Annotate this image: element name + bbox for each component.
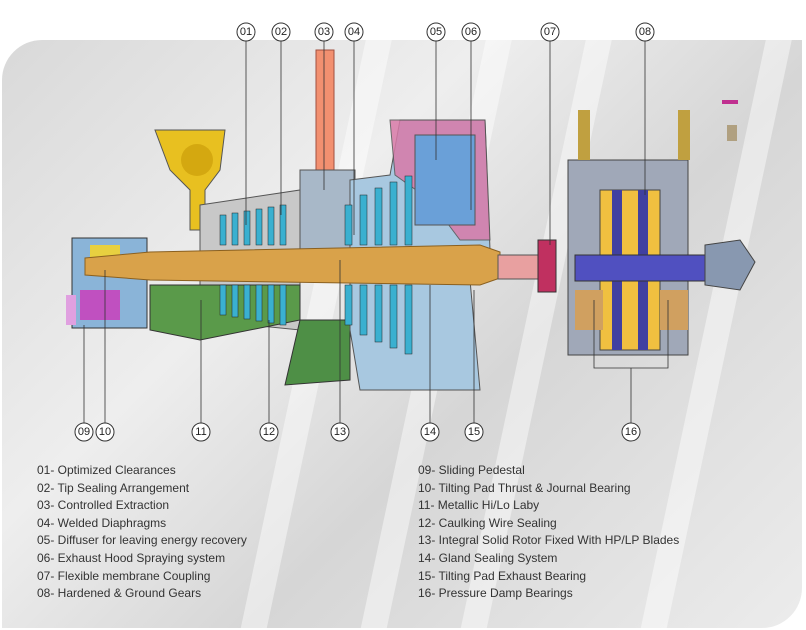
callout-label: 16 <box>625 426 637 438</box>
callout-label: 01 <box>240 26 252 38</box>
mid-support <box>284 319 351 386</box>
callout-label: 07 <box>544 26 556 38</box>
callout-01: 01 <box>236 22 256 42</box>
callout-label: 14 <box>424 426 436 438</box>
callout-label: 12 <box>263 426 275 438</box>
callout-12: 12 <box>259 422 279 442</box>
legend-item: 09- Sliding Pedestal <box>418 463 525 477</box>
callout-13: 13 <box>330 422 350 442</box>
callout-label: 11 <box>195 426 206 438</box>
callout-09: 09 <box>74 422 94 442</box>
legend-item: 08- Hardened & Ground Gears <box>37 586 202 601</box>
legend-item: 06- Exhaust Hood Spraying system <box>37 550 226 565</box>
callout-08: 08 <box>635 22 655 42</box>
legend-left: 01- Optimized Clearances 02- Tip Sealing… <box>37 462 247 603</box>
legend-item: 03- Controlled Extraction <box>37 498 170 513</box>
callout-label: 10 <box>99 426 111 438</box>
callout-label: 05 <box>430 26 442 38</box>
front-bearing-pedestal <box>66 237 148 329</box>
callout-label: 15 <box>468 426 480 438</box>
callout-label: 02 <box>275 26 287 38</box>
callout-16: 16 <box>621 422 641 442</box>
callout-label: 09 <box>78 426 90 438</box>
callout-05: 05 <box>426 22 446 42</box>
callout-label: 06 <box>465 26 477 38</box>
legend-item: 16- Pressure Damp Bearings <box>418 586 573 601</box>
gearbox <box>567 100 756 356</box>
callout-label: 04 <box>348 26 360 38</box>
callout-15: 15 <box>464 422 484 442</box>
legend-right: 09- Sliding Pedestal 10- Tilting Pad Thr… <box>418 462 679 603</box>
callout-14: 14 <box>420 422 440 442</box>
callout-04: 04 <box>344 22 364 42</box>
legend-item: 14- Gland Sealing System <box>418 550 558 565</box>
callout-03: 03 <box>314 22 334 42</box>
legend-item: 15- Tilting Pad Exhaust Bearing <box>418 568 587 583</box>
legend-item: 07- Flexible membrane Coupling <box>37 568 211 583</box>
legend-item: 11- Metallic Hi/Lo Laby <box>418 498 540 513</box>
legend-item: 13- Integral Solid Rotor Fixed With HP/L… <box>418 533 680 548</box>
legend-item: 10- Tilting Pad Thrust & Journal Bearing <box>418 480 631 495</box>
callout-11: 11 <box>191 422 211 442</box>
turbine-blades <box>219 175 413 355</box>
callout-06: 06 <box>461 22 481 42</box>
callout-10: 10 <box>95 422 115 442</box>
leader-lines <box>83 40 669 424</box>
extraction-pipe <box>315 49 335 191</box>
legend-item: 01- Optimized Clearances <box>37 463 176 477</box>
callout-label: 13 <box>334 426 346 438</box>
callout-07: 07 <box>540 22 560 42</box>
legend-item: 12- Caulking Wire Sealing <box>418 515 557 530</box>
callout-label: 03 <box>318 26 330 38</box>
callout-02: 02 <box>271 22 291 42</box>
callout-label: 08 <box>639 26 651 38</box>
legend-item: 02- Tip Sealing Arrangement <box>37 480 190 495</box>
legend-item: 05- Diffuser for leaving energy recovery <box>37 533 247 548</box>
legend-item: 04- Welded Diaphragms <box>37 515 167 530</box>
